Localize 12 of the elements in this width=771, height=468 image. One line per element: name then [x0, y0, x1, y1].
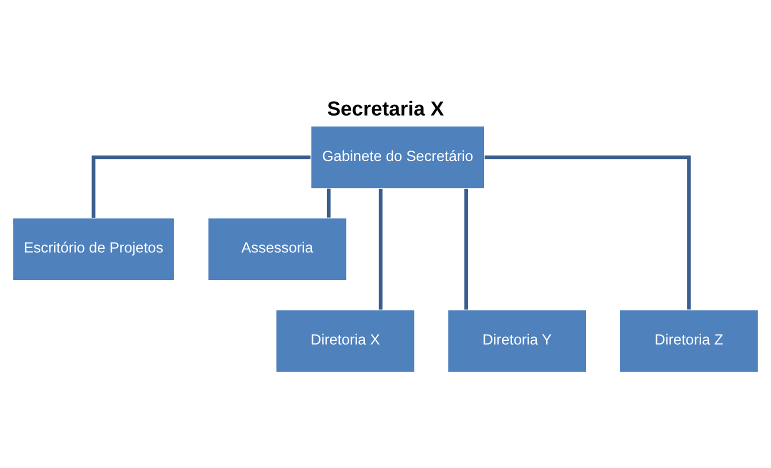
connector — [326, 188, 331, 218]
node-box: Gabinete do Secretário — [310, 125, 485, 189]
connector — [92, 154, 311, 218]
connector — [464, 188, 468, 310]
connector — [484, 154, 691, 309]
connector — [378, 188, 383, 310]
node-box: Diretoria X — [275, 308, 416, 372]
node-box: Diretoria Z — [619, 308, 759, 372]
node-box: Assessoria — [207, 217, 348, 280]
diagram-title: Secretaria X — [327, 98, 444, 120]
node-box: Escritório de Projetos — [12, 217, 175, 280]
node-box: Diretoria Y — [447, 308, 587, 372]
